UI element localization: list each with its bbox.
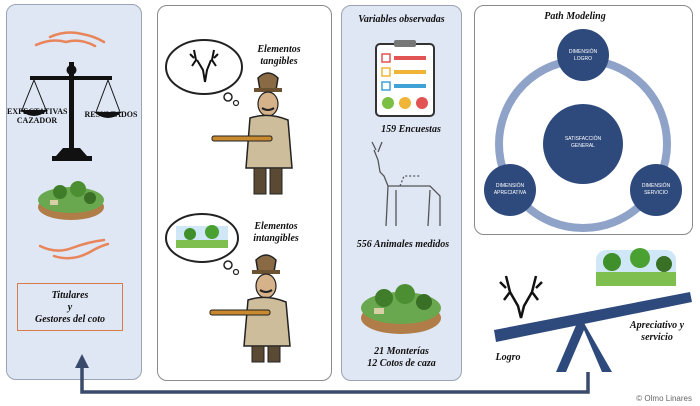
thought-bubble-deer-icon (165, 39, 243, 107)
tangible-label-line1: Elementos (257, 44, 301, 55)
intangible-label-line1: Elementos (254, 221, 298, 232)
animals-count: 556 Animales medidos (356, 239, 450, 250)
grounds-count: 12 Cotos de caza (367, 358, 436, 369)
variables-title: Variables observadas (358, 14, 445, 25)
survey-checklist-icon (375, 40, 435, 117)
giving-hands-icon (34, 31, 106, 48)
hunter-figure-2 (209, 254, 291, 363)
seesaw-appreciative-label-line1: Apreciativo y (629, 320, 685, 331)
service-node (630, 164, 682, 216)
intangible-label-line2: intangibles (253, 233, 299, 244)
appreciative-node-line2: APRECIATIVA (493, 190, 527, 196)
expectations-label: EXPECTATIVAS CAZADOR (7, 107, 68, 125)
elements-panel (157, 5, 332, 381)
seesaw-appreciative-label-line2: servicio (641, 332, 673, 343)
seesaw-achievement-label: Logro (495, 352, 521, 363)
path-modeling-title: Path Modeling (544, 11, 606, 22)
hunting-ground-island-image (361, 284, 441, 334)
satisfaction-node (543, 104, 623, 184)
owners-line1: Titulares (51, 290, 89, 301)
surveys-count: 159 Encuestas (381, 124, 441, 135)
owners-line2: y (67, 302, 73, 313)
deer-outline-icon (371, 141, 441, 227)
achievement-node-line1: DIMENSIÓN (568, 49, 598, 55)
landscape-island-image (38, 181, 104, 220)
appreciative-node (484, 164, 536, 216)
hunter-figure-1 (211, 72, 293, 195)
service-node-line2: SERVICIO (644, 190, 668, 196)
image-credit: © Olmo Linares (636, 394, 692, 403)
seesaw-landscape-image (596, 248, 676, 286)
feedback-arrow (75, 354, 590, 394)
service-node-line1: DIMENSIÓN (641, 183, 671, 189)
appreciative-node-line1: DIMENSIÓN (495, 183, 525, 189)
achievement-node-line2: LOGRO (573, 56, 593, 62)
seesaw-lever-icon (494, 292, 692, 372)
tangible-label-line2: tangibles (260, 56, 298, 67)
owners-box (17, 283, 123, 331)
balance-scale-icon (20, 62, 122, 161)
satisfaction-node-line2: GENERAL (571, 143, 595, 149)
thought-bubble-landscape-icon (165, 213, 240, 276)
achievement-node (557, 29, 609, 81)
owners-line3: Gestores del coto (35, 314, 105, 325)
satisfaction-node-line1: SATISFACCIÓN (564, 136, 602, 142)
receiving-hands-icon (38, 238, 110, 260)
results-label: RESULTADOS (84, 110, 138, 119)
seesaw-deer-icon (499, 275, 543, 319)
hunts-count: 21 Monterías (374, 346, 429, 357)
